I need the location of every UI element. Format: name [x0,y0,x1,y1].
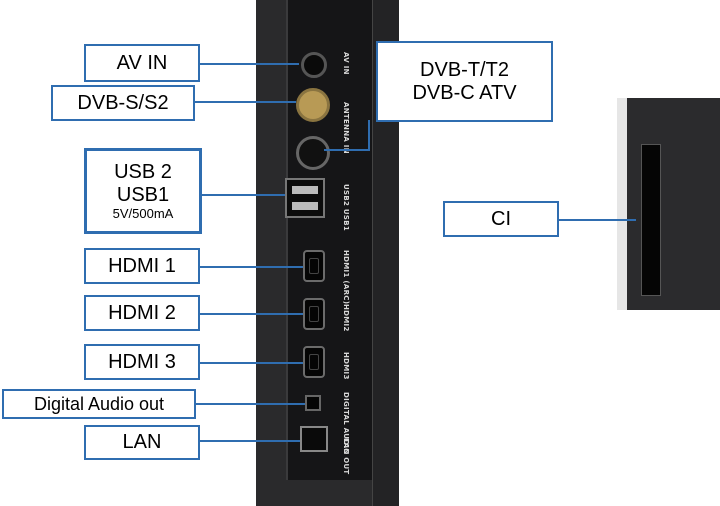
panel-print-hdmi2: HDMI2 [342,304,350,332]
label-lan-text: LAN [122,431,162,453]
optical-port [305,395,321,411]
label-usb-line1: USB 2 [114,160,172,183]
label-av-in: AV IN [84,44,200,82]
ci-side-view [617,98,720,310]
label-usb: USB 2 USB1 5V/500mA [84,148,202,234]
av-in-jack [301,52,327,78]
label-hdmi2-text: HDMI 2 [108,301,176,324]
lan-port [300,426,328,452]
panel-print-usb: USB2 USB1 [342,184,350,232]
panel-print-hdmi3: HDMI3 [342,352,350,380]
line-digital-audio [195,403,305,405]
line-usb [201,194,285,196]
label-lan: LAN [84,425,200,460]
line-dvb-s [194,101,296,103]
hdmi2-port [303,298,325,330]
line-hdmi1 [199,266,303,268]
label-dvb-t-line1: DVB-T/T2 [420,58,509,81]
usb-ports [285,178,325,218]
line-av-in [199,63,299,65]
label-hdmi3: HDMI 3 [84,344,200,380]
label-hdmi2: HDMI 2 [84,295,200,331]
label-usb-line2: USB1 [116,183,170,206]
panel-print-av-in: AV IN [342,52,350,75]
hdmi3-port [303,346,325,378]
label-hdmi3-text: HDMI 3 [108,350,176,373]
label-av-in-text: AV IN [116,51,168,74]
label-hdmi1-text: HDMI 1 [108,254,176,277]
hdmi1-port [303,250,325,282]
panel-print-digital-audio: DIGITAL AUDIO OUT [342,392,350,475]
line-ci [558,219,636,221]
label-hdmi1: HDMI 1 [84,248,200,284]
label-digital-audio-text: Digital Audio out [33,393,165,414]
line-hdmi3 [199,362,303,364]
label-ci: CI [443,201,559,237]
ci-slot [641,144,661,296]
ci-edge [617,98,627,310]
label-dvb-s: DVB-S/S2 [51,85,195,121]
panel-print-antenna-in: ANTENNA IN [342,102,350,154]
label-dvb-t: DVB-T/T2 DVB-C ATV [376,41,553,122]
label-ci-text: CI [491,207,511,230]
label-usb-line3: 5V/500mA [112,205,174,221]
line-hdmi2 [199,313,303,315]
antenna-connector [296,136,330,170]
line-lan [199,440,300,442]
panel-print-lan: LAN [342,438,350,455]
label-dvb-s-text: DVB-S/S2 [77,91,169,114]
line-dvb-t-vertical [368,120,370,150]
panel-print-hdmi1: HDMI1 (ARC) [342,250,350,305]
label-digital-audio: Digital Audio out [2,389,196,419]
label-dvb-t-line2: DVB-C ATV [412,81,517,104]
connector-recess [286,0,374,480]
satellite-f-connector [296,88,330,122]
line-dvb-t-horizontal [324,149,370,151]
